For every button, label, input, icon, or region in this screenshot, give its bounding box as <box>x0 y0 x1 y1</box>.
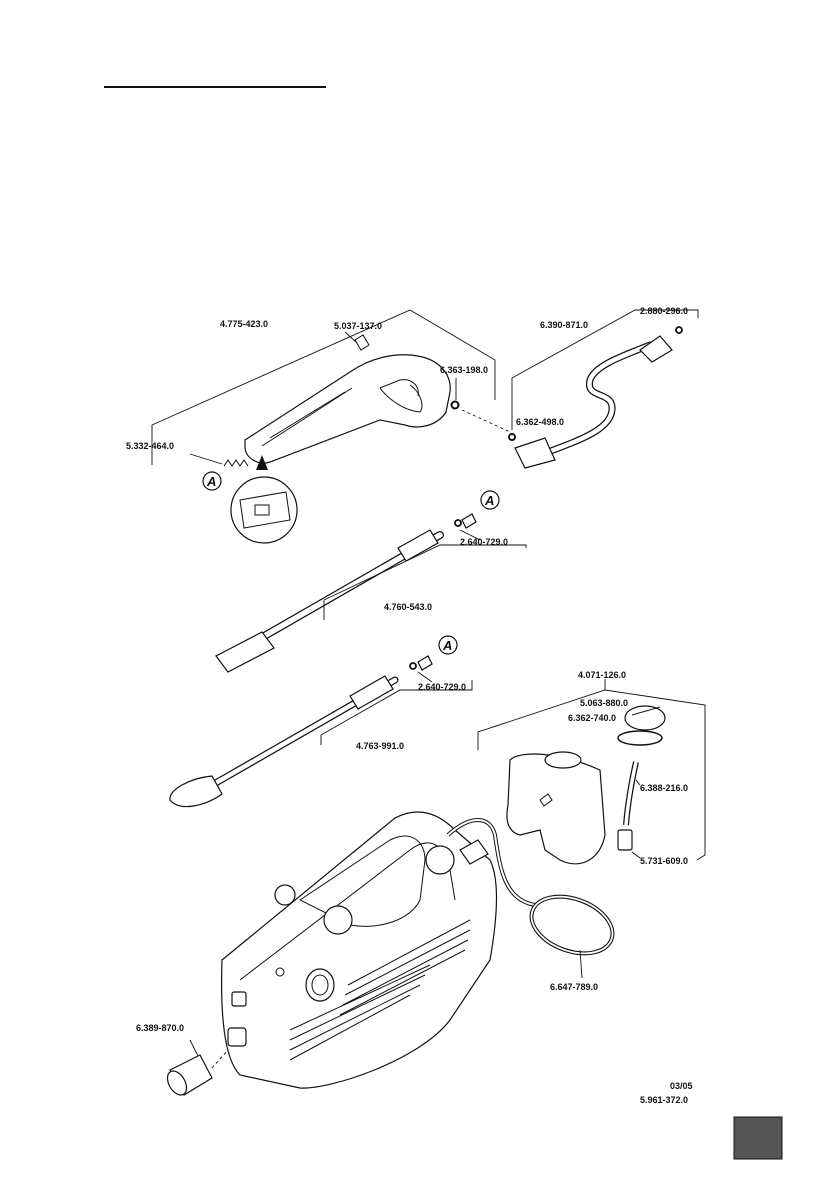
part-label-5063-880: 5.063-880.0 <box>580 698 628 708</box>
part-label-6388-216: 6.388-216.0 <box>640 783 688 793</box>
part-label-6389-870: 6.389-870.0 <box>136 1023 184 1033</box>
hose-group <box>509 310 698 468</box>
trigger-gun-group: A <box>152 310 510 543</box>
footer-date: 03/05 <box>670 1081 693 1091</box>
marker-a-3: A <box>442 638 452 653</box>
footer-doc-number: 5.961-372.0 <box>640 1095 688 1105</box>
part-label-2640-729-b: 2.640-729.0 <box>418 682 466 692</box>
part-label-6363-198: 6.363-198.0 <box>440 365 488 375</box>
garden-hose-coupling <box>164 1040 228 1098</box>
part-label-4775-423: 4.775-423.0 <box>220 319 268 329</box>
part-label-6362-740: 6.362-740.0 <box>568 713 616 723</box>
marker-a-1: A <box>206 474 216 489</box>
spray-lance-2: A <box>170 636 472 807</box>
page-tab <box>734 1117 782 1159</box>
suction-hose-coil <box>524 886 621 978</box>
part-label-6390-871: 6.390-871.0 <box>540 320 588 330</box>
part-label-2640-729-a: 2.640-729.0 <box>460 537 508 547</box>
part-label-4763-991: 4.763-991.0 <box>356 741 404 751</box>
marker-a-2: A <box>484 493 494 508</box>
part-label-5332-464: 5.332-464.0 <box>126 441 174 451</box>
part-label-4071-126: 4.071-126.0 <box>578 670 626 680</box>
part-label-2880-296: 2.880-296.0 <box>640 306 688 316</box>
part-label-4760-543: 4.760-543.0 <box>384 602 432 612</box>
part-label-6647-789: 6.647-789.0 <box>550 982 598 992</box>
pressure-washer-unit <box>222 812 535 1088</box>
part-label-5037-137: 5.037-137.0 <box>334 321 382 331</box>
part-label-5731-609: 5.731-609.0 <box>640 856 688 866</box>
part-label-6362-498: 6.362-498.0 <box>516 417 564 427</box>
